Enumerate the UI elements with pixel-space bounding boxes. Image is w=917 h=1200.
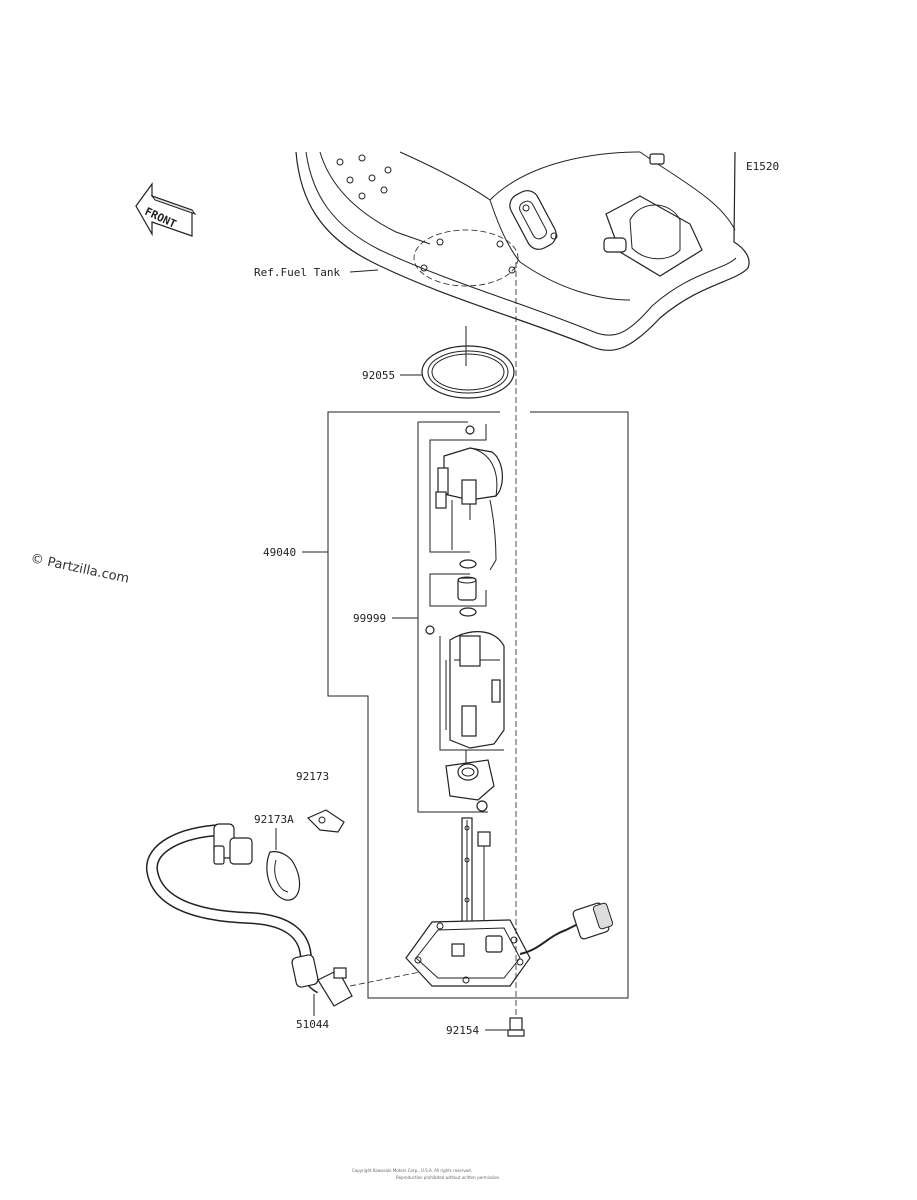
front-arrow-icon: FRONT bbox=[135, 182, 197, 237]
bracket-99999 bbox=[417, 422, 488, 813]
footer-line1: Copyright Kawasaki Motors Corp., U.S.A. … bbox=[352, 1168, 472, 1173]
part-92055-gasket bbox=[421, 326, 515, 399]
diagram-code: E1520 bbox=[746, 160, 779, 173]
label-99999: 99999 bbox=[353, 612, 386, 625]
part-92154-bolt bbox=[507, 1017, 525, 1037]
fuel-tank bbox=[295, 151, 750, 352]
part-92173-clamp bbox=[306, 809, 345, 833]
footer-line2: Reproduction prohibited without written … bbox=[396, 1175, 500, 1180]
label-92154: 92154 bbox=[446, 1024, 479, 1037]
label-92055: 92055 bbox=[362, 369, 395, 382]
part-pump-lower bbox=[425, 625, 505, 770]
label-51044: 51044 bbox=[296, 1018, 329, 1031]
label-49040: 49040 bbox=[263, 546, 296, 559]
part-pump-filter bbox=[445, 759, 495, 812]
label-92173a: 92173A bbox=[254, 813, 294, 826]
label-92173: 92173 bbox=[296, 770, 329, 783]
part-92173a-clamp bbox=[266, 828, 301, 901]
part-electric-connector bbox=[519, 902, 614, 955]
watermark: © Partzilla.com bbox=[29, 551, 130, 587]
part-51044-hose bbox=[146, 823, 353, 1007]
ref-fuel-tank-label: Ref.Fuel Tank bbox=[254, 266, 340, 279]
part-pump-upper bbox=[435, 425, 503, 571]
part-base-plate bbox=[405, 919, 531, 987]
bracket-49040 bbox=[327, 411, 629, 999]
part-filter-connector bbox=[457, 559, 477, 617]
